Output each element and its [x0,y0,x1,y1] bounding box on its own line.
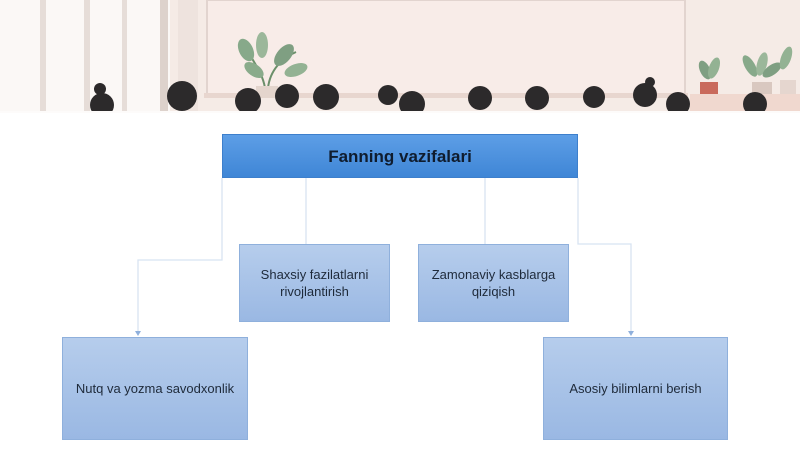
classroom-illustration [0,0,800,113]
diagram-title: Fanning vazifalari [222,134,578,178]
node-label: Shaxsiy fazilatlarni rivojlantirish [260,267,369,299]
node-modern-professions: Zamonaviy kasblarga qiziqish [418,244,569,322]
diagram-title-text: Fanning vazifalari [328,146,472,166]
node-basic-knowledge: Asosiy bilimlarni berish [543,337,728,440]
plant-right-icon [698,46,796,94]
node-speech-literacy: Nutq va yozma savodxonlik [62,337,248,440]
plant-left-icon [237,32,308,98]
node-label: Nutq va yozma savodxonlik [75,381,235,396]
node-label: Asosiy bilimlarni berish [569,381,702,396]
classroom-banner [0,0,800,113]
node-personal-qualities: Shaxsiy fazilatlarni rivojlantirish [239,244,390,322]
students-heads [90,77,767,113]
node-label: Zamonaviy kasblarga qiziqish [431,267,556,299]
